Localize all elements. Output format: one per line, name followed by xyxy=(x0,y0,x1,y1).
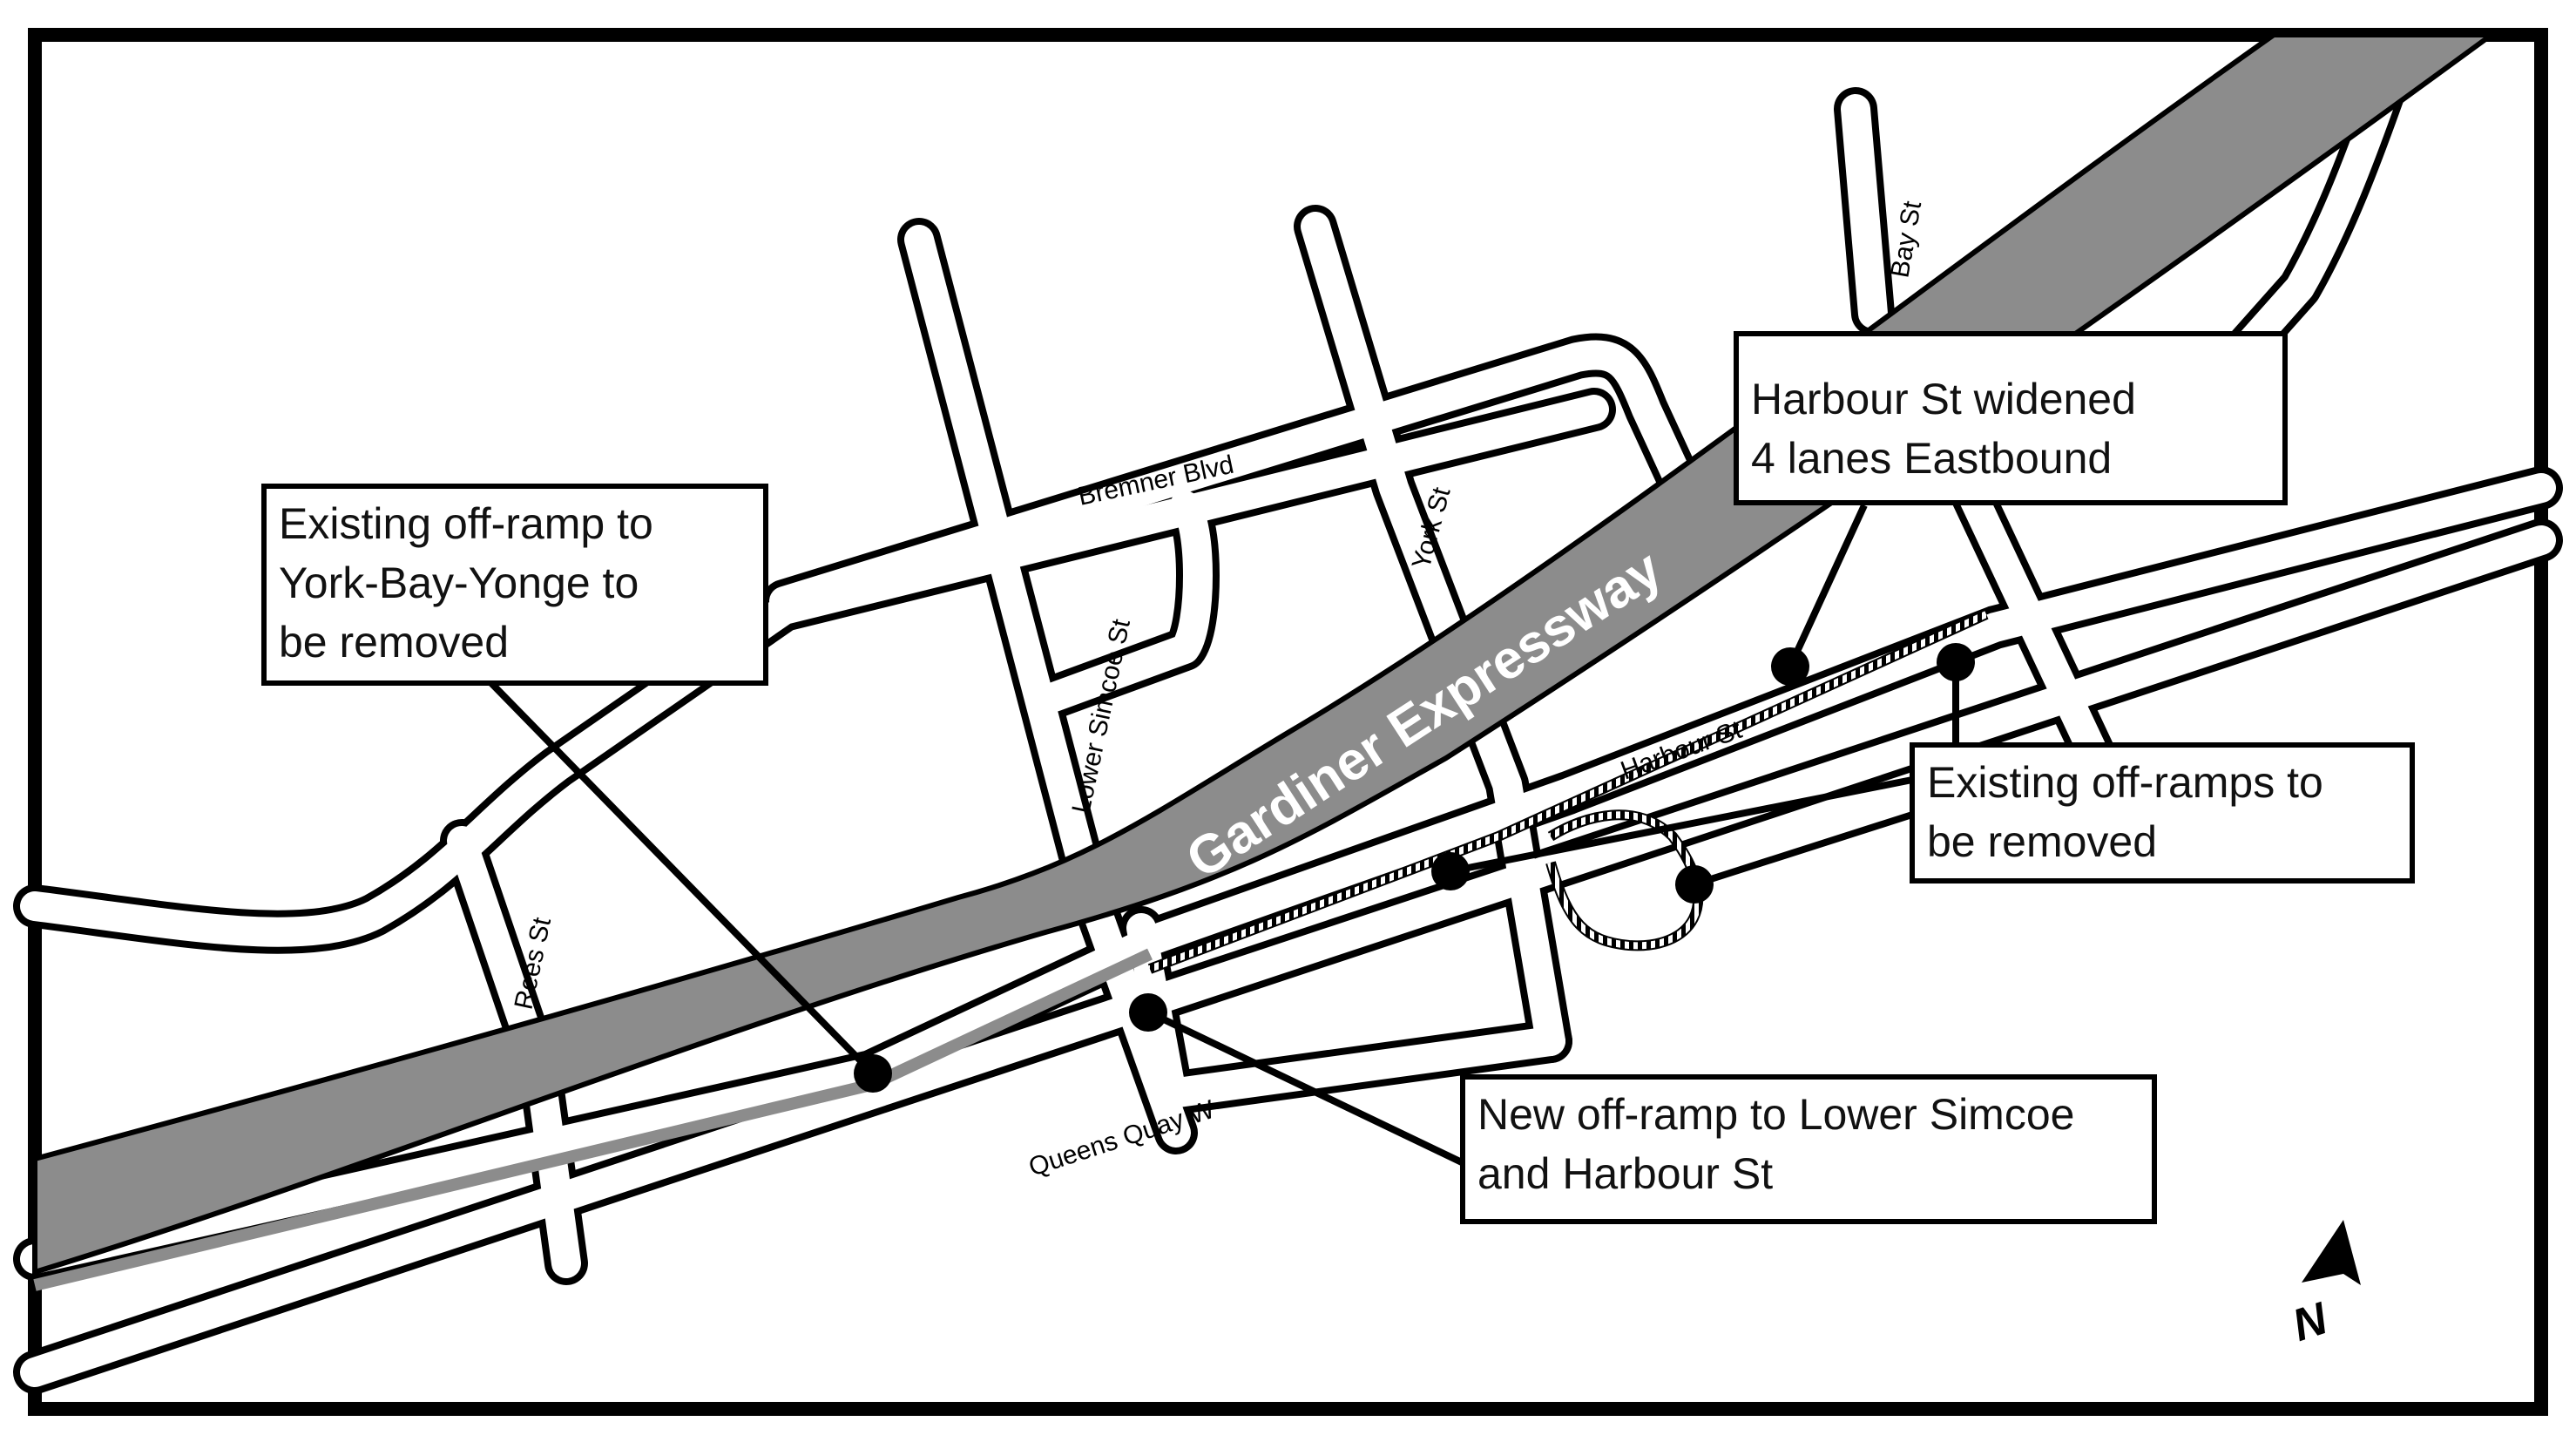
callout-leaders xyxy=(485,504,1959,1167)
callout-york-bay-yonge-line-3: be removed xyxy=(279,618,510,667)
marker-harbour-widened xyxy=(1771,647,1809,686)
offramps-to-remove xyxy=(1147,609,1989,974)
marker-offramp-east xyxy=(1937,643,1975,681)
callout-new-offramp: New off-ramp to Lower Simcoe and Harbour… xyxy=(1460,1074,2157,1224)
callout-york-bay-yonge: Existing off-ramp to York-Bay-Yonge to b… xyxy=(261,484,768,686)
callout-york-bay-yonge-line-1: Existing off-ramp to xyxy=(279,499,653,548)
callout-harbour-widened-line-1: Harbour St widened xyxy=(1751,375,2136,423)
callout-york-bay-yonge-line-2: York-Bay-Yonge to xyxy=(279,559,639,607)
callout-existing-offramps-line-1: Existing off-ramps to xyxy=(1927,758,2323,807)
callout-harbour-widened-line-2: 4 lanes Eastbound xyxy=(1751,434,2113,483)
marker-york-bay-yonge xyxy=(854,1054,892,1093)
marker-new-offramp xyxy=(1129,993,1167,1032)
callout-existing-offramps: Existing off-ramps to be removed xyxy=(1910,742,2415,883)
callout-new-offramp-line-1: New off-ramp to Lower Simcoe xyxy=(1477,1090,2075,1139)
callout-markers xyxy=(854,643,1975,1093)
marker-offramp-loop-east xyxy=(1675,865,1714,904)
callout-harbour-widened: Harbour St widened 4 lanes Eastbound xyxy=(1734,331,2288,505)
callout-existing-offramps-line-2: be removed xyxy=(1927,817,2158,866)
callout-new-offramp-line-2: and Harbour St xyxy=(1477,1149,1774,1198)
marker-offramp-loop xyxy=(1431,852,1470,890)
